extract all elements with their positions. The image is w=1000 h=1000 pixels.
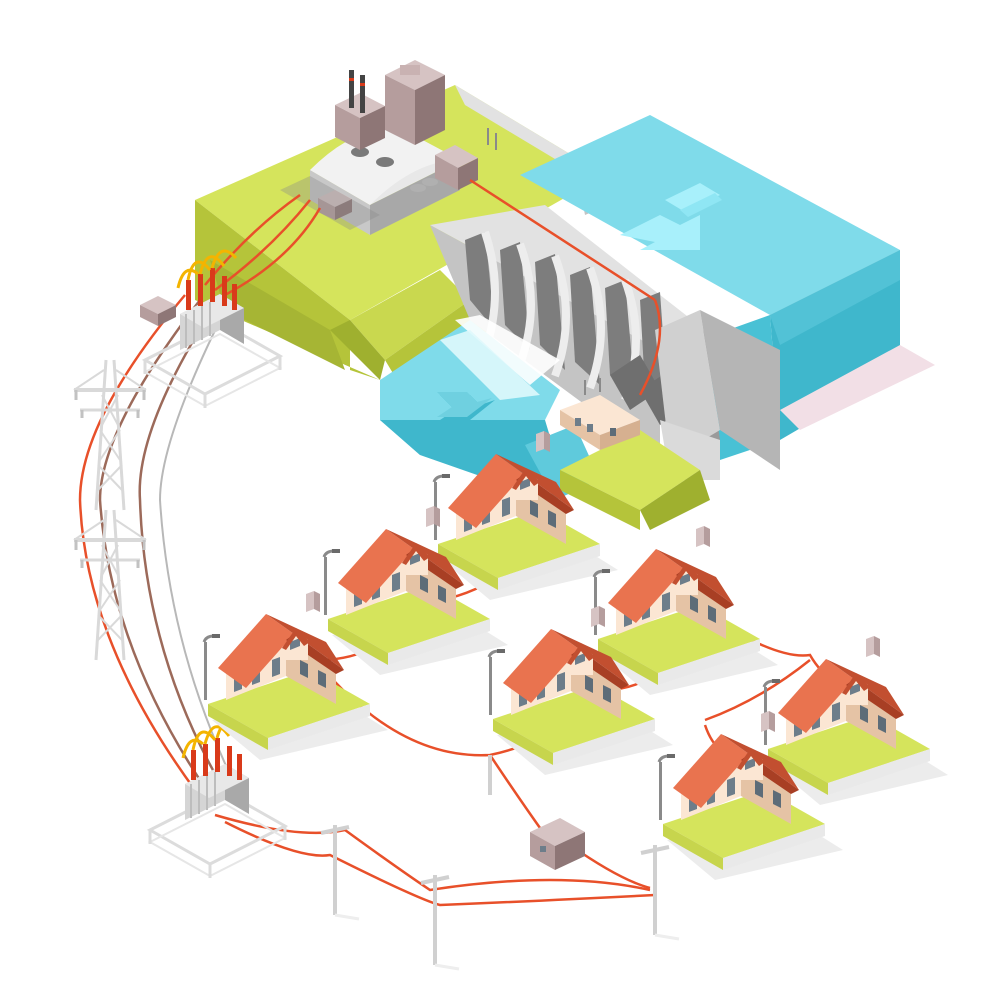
transmission-tower-icon — [72, 358, 148, 512]
dam-icon — [430, 205, 780, 480]
turbine-house — [560, 378, 640, 450]
power-plant-icon — [280, 60, 497, 235]
house-icon — [592, 524, 780, 697]
water-flow-arrow-icon — [437, 392, 495, 420]
dam-complex — [195, 60, 935, 530]
water-flow-arrow-icon — [620, 183, 722, 250]
utility-pole-icon — [639, 843, 681, 941]
substation-box-icon — [140, 296, 176, 326]
substation-box-icon — [530, 818, 585, 870]
utility-pole-icon — [319, 823, 361, 921]
